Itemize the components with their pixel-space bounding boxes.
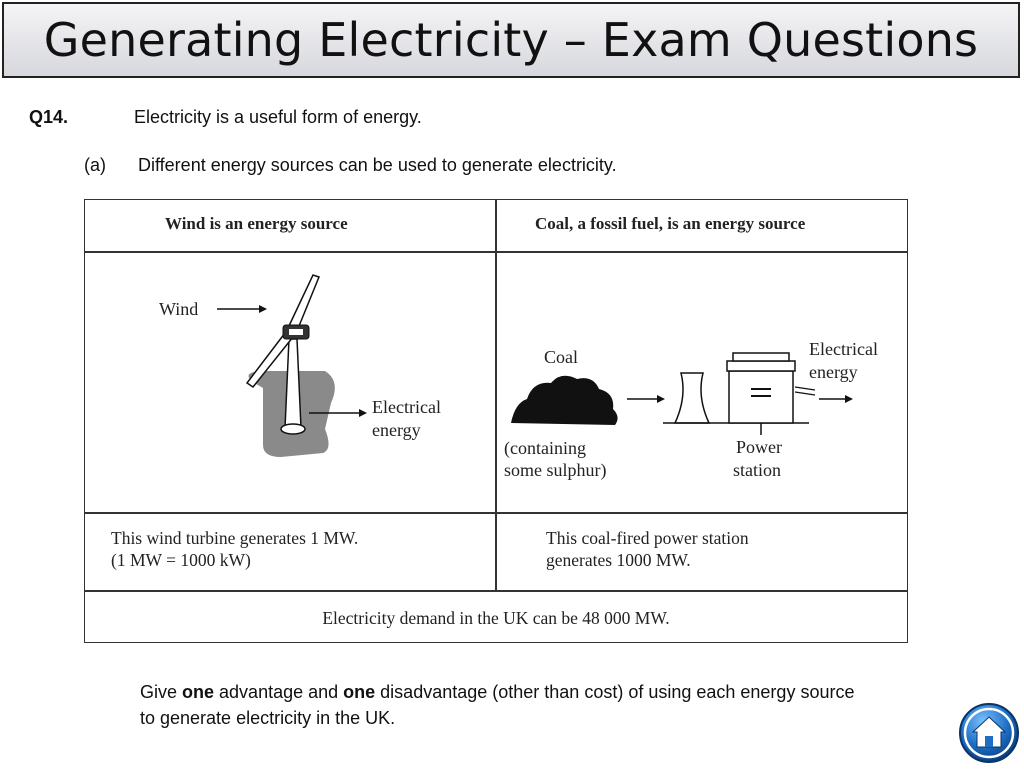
wind-turbine-illustration [217, 274, 367, 457]
prompt-part-3: disadvantage (other than cost) of using … [375, 682, 855, 702]
part-text: Different energy sources can be used to … [138, 155, 617, 175]
power-station-label-1: Power [736, 437, 782, 457]
prompt-bold-1: one [182, 682, 215, 702]
prompt-part-1: Give [140, 682, 183, 702]
prompt-part-2: advantage and [214, 682, 344, 702]
demand-text: Electricity demand in the UK can be 48 0… [322, 608, 670, 628]
cooling-tower [673, 372, 711, 424]
coal-power-station-illustration [511, 352, 853, 435]
home-icon [959, 703, 1019, 763]
wind-electrical-label-2: energy [372, 420, 421, 440]
wind-electrical-label-1: Electrical [372, 397, 441, 417]
coal-containing-label-1: (containing [504, 438, 586, 458]
slide-title-bar: Generating Electricity – Exam Questions [2, 2, 1020, 78]
energy-source-table: Wind is an energy source Coal, a fossil … [84, 199, 908, 643]
turbine-base [280, 423, 306, 435]
part-label: (a) [84, 155, 106, 175]
coal-info-line-2: generates 1000 MW. [546, 550, 691, 570]
wind-info-line-1: This wind turbine generates 1 MW. [111, 528, 359, 548]
question-number: Q14. [29, 107, 69, 127]
coal-info-line-1: This coal-fired power station [546, 528, 749, 548]
turbine-tower [284, 338, 302, 429]
prompt-bold-2: one [343, 682, 376, 702]
power-station-label-2: station [733, 460, 781, 480]
prompt-line-2: to generate electricity in the UK. [140, 708, 396, 728]
home-button[interactable] [958, 702, 1020, 764]
question-intro: Electricity is a useful form of energy. [134, 107, 422, 127]
question-prompt: Give one advantage and one disadvantage … [140, 679, 1000, 731]
coal-electrical-label-2: energy [809, 362, 858, 382]
slide-title: Generating Electricity – Exam Questions [43, 13, 979, 67]
wind-header: Wind is an energy source [165, 214, 348, 233]
coal-label: Coal [544, 347, 578, 367]
coal-pile [511, 375, 618, 425]
coal-electrical-label-1: Electrical [809, 339, 878, 359]
wind-info-line-2: (1 MW = 1000 kW) [111, 550, 251, 570]
turbine-blade-upper [286, 274, 320, 332]
table-divider [495, 200, 497, 591]
wind-label: Wind [159, 299, 199, 319]
coal-containing-label-2: some sulphur) [504, 460, 607, 480]
coal-header: Coal, a fossil fuel, is an energy source [535, 214, 806, 233]
